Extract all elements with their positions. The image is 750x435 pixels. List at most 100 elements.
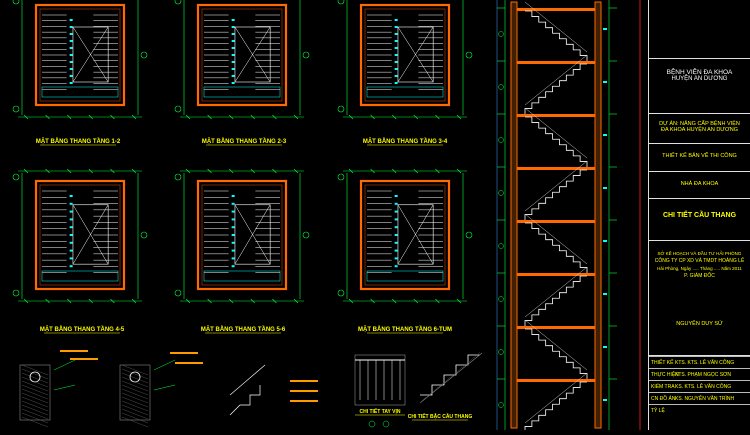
step-marker (394, 26, 398, 28)
landing (366, 270, 444, 282)
detail-frame (119, 364, 151, 421)
dim-tick (23, 168, 29, 174)
step-marker (69, 54, 73, 56)
hatch (121, 388, 149, 400)
well-cross (234, 26, 271, 83)
sig-row-1: THIẾT KẾ KTS. KTS. LÊ VĂN CÔNG (649, 356, 750, 369)
dim-tick (348, 298, 354, 304)
hatch (21, 392, 49, 404)
grid-bubble (174, 173, 182, 181)
step-marker (231, 265, 235, 268)
floor-slab (517, 8, 595, 11)
dim-tick (272, 168, 277, 174)
stair-plan-2-3 (174, 0, 310, 120)
detail-drawings (19, 350, 483, 428)
handrail (524, 266, 588, 318)
rail-section (29, 371, 41, 383)
floor-slab (517, 114, 595, 117)
sig-row-5: TỶ LỆ (649, 404, 750, 417)
plan-title-5: MẶT BẰNG THANG TẦNG 5-6 (201, 325, 286, 333)
sig-row-2: THỰC HIỆN KTS. PHẠM NGỌC SƠN (649, 368, 750, 381)
step-marker (69, 19, 73, 21)
dim-tick (88, 114, 94, 120)
floor-slab (517, 326, 595, 329)
step-marker (231, 68, 235, 70)
hatch (121, 380, 149, 392)
stair-well (397, 26, 434, 83)
step-marker (394, 241, 398, 244)
grid-bubble (302, 51, 310, 59)
stair-wall (359, 3, 451, 107)
step-marker (69, 26, 73, 28)
stair-wall (359, 179, 451, 291)
leader (53, 359, 76, 371)
level-bubble (498, 243, 504, 249)
dim-tick (250, 298, 256, 304)
handrail (524, 54, 588, 106)
dim-tick (66, 114, 72, 120)
step-marker (69, 33, 73, 35)
step-marker (231, 75, 235, 77)
hatch (121, 396, 149, 408)
step-marker (69, 249, 73, 252)
hatch (437, 381, 445, 389)
stair-flight (524, 169, 587, 220)
handrail (524, 319, 588, 371)
leader (53, 384, 76, 391)
dim-tick (228, 114, 234, 120)
dim-tick (88, 298, 94, 304)
step-marker (394, 19, 398, 21)
hatch (461, 361, 469, 369)
step-marker (69, 61, 73, 63)
stair-plan-3-4 (337, 0, 473, 120)
step-marker (394, 218, 398, 221)
dim-tick (45, 114, 50, 120)
dim-tick (272, 114, 277, 120)
step-marker (69, 241, 73, 244)
stair-plan-6-tum (337, 168, 473, 304)
firm-block: SỞ KẾ HOẠCH VÀ ĐẦU TƯ HẢI PHÒNG CÔNG TY … (649, 240, 750, 336)
wall-inner (201, 8, 283, 102)
floor-slab (517, 167, 595, 170)
stair-plan-1-2 (12, 0, 148, 120)
hatch (121, 372, 149, 384)
step-marker (69, 210, 73, 213)
grid-bubble (140, 231, 148, 239)
level-bubble (498, 349, 504, 355)
plan-title-2: MẶT BẰNG THANG TẦNG 2-3 (202, 137, 287, 145)
stair-plan-4-5 (12, 168, 148, 304)
dim-tick (66, 298, 72, 304)
dim-tick (413, 298, 419, 304)
signatory-table: THIẾT KẾ KTS. KTS. LÊ VĂN CÔNG THỰC HIỆN… (649, 355, 750, 431)
dim-tick (66, 168, 72, 174)
dim-tick (250, 168, 256, 174)
detail-title-stair-step: CHI TIẾT BẬC CẦU THANG (408, 413, 473, 420)
hatch (467, 356, 475, 364)
dim-tick (456, 298, 462, 304)
level-bubble (498, 296, 504, 302)
well-cross (397, 26, 434, 83)
grid-bubble (337, 0, 345, 5)
dim-tick (293, 114, 299, 120)
step-marker (394, 61, 398, 63)
step-marker (231, 195, 235, 197)
dim-tick (185, 298, 191, 304)
stair-plan-5-6 (174, 168, 310, 304)
dim-tick (23, 298, 29, 304)
note-text-bar (290, 390, 318, 392)
sig-name: KS. NGUYỄN VĂN TRÌNH (675, 396, 735, 402)
level-bubble (498, 402, 504, 408)
title-block: BỆNH VIỆN ĐA KHOA HUYỆN AN DƯƠNG DỰ ÁN: … (648, 0, 750, 430)
level-tag (603, 240, 607, 242)
drawing-title: CHI TIẾT CẦU THANG (662, 212, 737, 219)
step-marker (394, 202, 398, 205)
level-tag (603, 187, 607, 189)
stair-flight (525, 222, 588, 273)
plan-title-4: MẶT BẰNG THANG TẦNG 4-5 (40, 325, 125, 333)
step-marker (394, 33, 398, 35)
detail-frame (19, 364, 51, 421)
client-line-2: HUYỆN AN DƯƠNG (671, 76, 728, 82)
dim-tick (348, 114, 354, 120)
stair-flight (524, 381, 587, 432)
